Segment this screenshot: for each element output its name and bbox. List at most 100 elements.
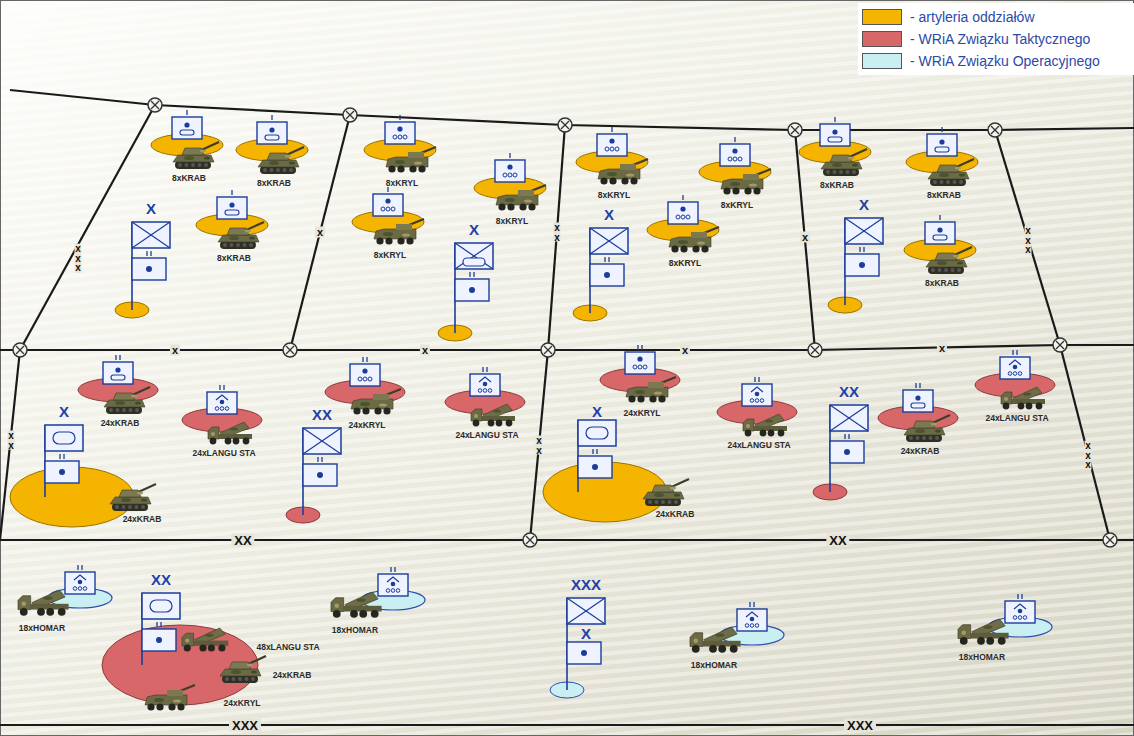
cab [958, 625, 971, 639]
symbol-frame [597, 134, 627, 156]
unit-caption: 8xKRYL [496, 217, 528, 226]
junction-circle [523, 533, 537, 547]
unit-symbol [925, 215, 955, 244]
camo-patch [493, 409, 501, 412]
echelon-tick [77, 565, 78, 570]
wheel-sign [1008, 372, 1012, 376]
camo-patch [955, 167, 961, 170]
wheel [168, 703, 175, 710]
artillery-hq-frame [578, 456, 612, 478]
wheel [986, 637, 994, 645]
hull [220, 669, 261, 676]
camo-patch [395, 160, 405, 164]
wheel-sign [686, 215, 690, 219]
junction-cross [346, 111, 354, 119]
camo-patch [245, 230, 251, 233]
vehicle-icon [669, 227, 719, 253]
boundary-junction [558, 118, 572, 132]
vehicle-icon [743, 414, 787, 436]
road-wheel [957, 268, 961, 272]
group-drawing [600, 345, 680, 403]
symbol-frame [1000, 357, 1030, 379]
hq-frame [578, 420, 616, 446]
camo-patch [211, 432, 215, 436]
boundary-junction [988, 123, 1002, 137]
road-wheel [953, 180, 957, 184]
wheel-sign [503, 173, 507, 177]
echelon-tick [63, 454, 64, 459]
infantry-cross [830, 405, 868, 431]
armour-oval [53, 432, 75, 444]
wheel-sign [386, 589, 390, 593]
rocket-sign [74, 575, 86, 580]
junction-cross [346, 111, 354, 119]
artillery-group: 18xHOMAR [16, 563, 114, 634]
boundary-line [1060, 345, 1110, 540]
artillery-dot [317, 472, 323, 478]
echelon-mark: X [592, 404, 602, 419]
group-drawing [78, 355, 158, 414]
vehicle-icon [173, 142, 219, 169]
rocket-sign [216, 395, 228, 400]
symbol-dot [78, 580, 83, 585]
junction-circle [541, 343, 555, 357]
road-wheel [263, 168, 267, 172]
camo-patch [383, 232, 393, 236]
wheel-sign [733, 157, 737, 161]
vehicle-icon [926, 247, 972, 274]
command-flag [573, 228, 628, 321]
symbol-frame [820, 124, 850, 146]
hull [258, 160, 299, 167]
wheel [385, 237, 392, 244]
symbol-frame [378, 574, 408, 596]
road-wheel [933, 180, 937, 184]
gun-mount [648, 382, 664, 388]
gun-barrel [952, 159, 974, 169]
group-graphic [0, 0, 387, 345]
wheel [621, 177, 628, 184]
echelon-tick [223, 385, 224, 390]
road-wheel [128, 505, 132, 509]
wheel-sign [381, 207, 385, 211]
symbol-frame [495, 160, 525, 182]
artillery-group: 24xKRAB [8, 423, 163, 529]
group-drawing [352, 187, 424, 245]
echelon-mark: X [146, 201, 156, 216]
boundary-junction [1103, 533, 1117, 547]
gun-mount [373, 394, 389, 400]
junction-cross [991, 126, 999, 134]
wheel [977, 637, 985, 645]
rocket-sign [751, 387, 763, 392]
artillery-dot [581, 650, 587, 656]
echelon-tick [394, 567, 395, 572]
wheel [374, 407, 381, 414]
wheel-sign [73, 587, 77, 591]
unit-caption: 24xLANGU STA [985, 414, 1048, 423]
echelon-mark: XX [312, 407, 332, 422]
unit-caption: 8xKRYL [598, 191, 630, 200]
symbol-frame [103, 362, 133, 384]
wheel [208, 644, 215, 651]
camo-patch [848, 157, 854, 160]
unit-caption: 24xKRAB [123, 515, 162, 524]
gun-barrel [242, 222, 264, 232]
symbol-dot [732, 148, 737, 153]
echelon-tick [604, 257, 605, 262]
gun-mount [396, 224, 412, 230]
wheel [768, 430, 775, 437]
artillery-group: 8xKRAB [234, 113, 310, 189]
camo-patch [154, 698, 164, 702]
road-wheel [668, 500, 672, 504]
wheel-sign [605, 147, 609, 151]
unit-caption: 8xKRAB [217, 254, 251, 263]
echelon-tick [362, 357, 363, 362]
echelon-mark: X [59, 404, 69, 419]
road-wheel [935, 436, 939, 440]
unit-symbol [103, 355, 133, 384]
artillery-dot [844, 449, 850, 455]
wheel-sign [681, 215, 685, 219]
symbol-frame [65, 572, 95, 594]
symbol-frame [207, 392, 237, 414]
symbol-frame [385, 122, 415, 144]
